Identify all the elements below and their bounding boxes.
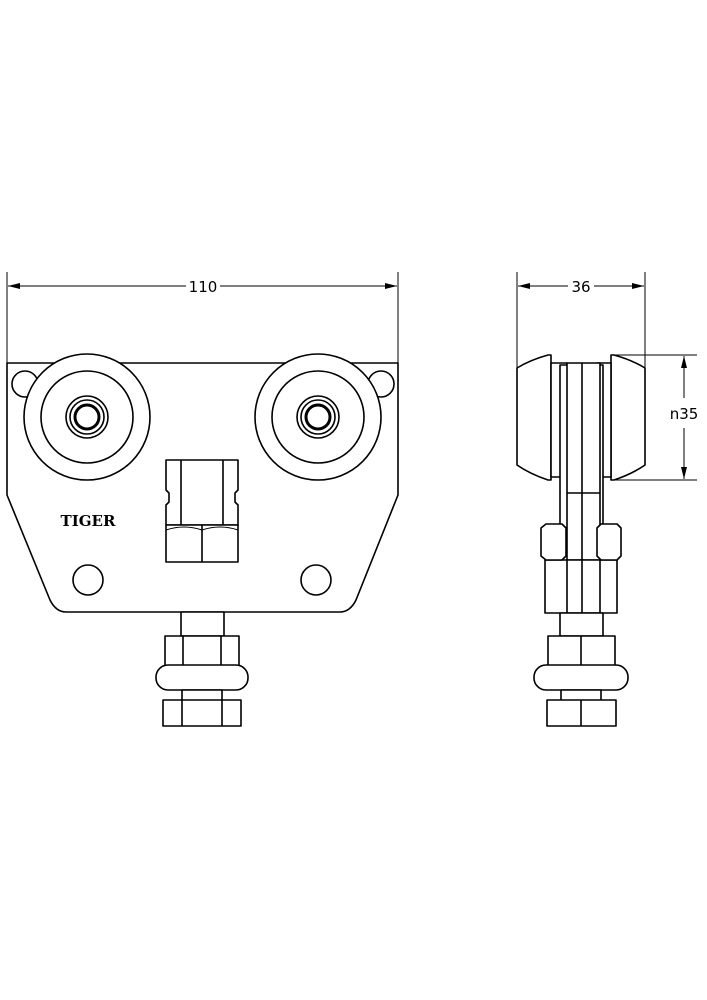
side-view: 36 n35 (516, 272, 699, 727)
tiger-logo: TIGER (61, 512, 116, 530)
dimension-label-36: 36 (571, 278, 590, 296)
width-dimension-110: 110 (6, 272, 399, 363)
adjustment-bolt (155, 611, 249, 727)
mounting-hole-left (72, 564, 104, 596)
dimension-label-110: 110 (189, 278, 218, 296)
mounting-hole-right (300, 564, 332, 596)
dimension-label-n35: n35 (670, 405, 699, 423)
front-view: 110 TIGER (6, 272, 399, 727)
wheel-left (23, 353, 151, 481)
diameter-dimension-35: n35 (612, 354, 699, 481)
wheel-right (254, 353, 382, 481)
center-bolt-block (165, 459, 239, 563)
side-plates (540, 362, 622, 614)
width-dimension-36: 36 (516, 272, 646, 368)
side-adjustment-bolt (533, 612, 629, 727)
